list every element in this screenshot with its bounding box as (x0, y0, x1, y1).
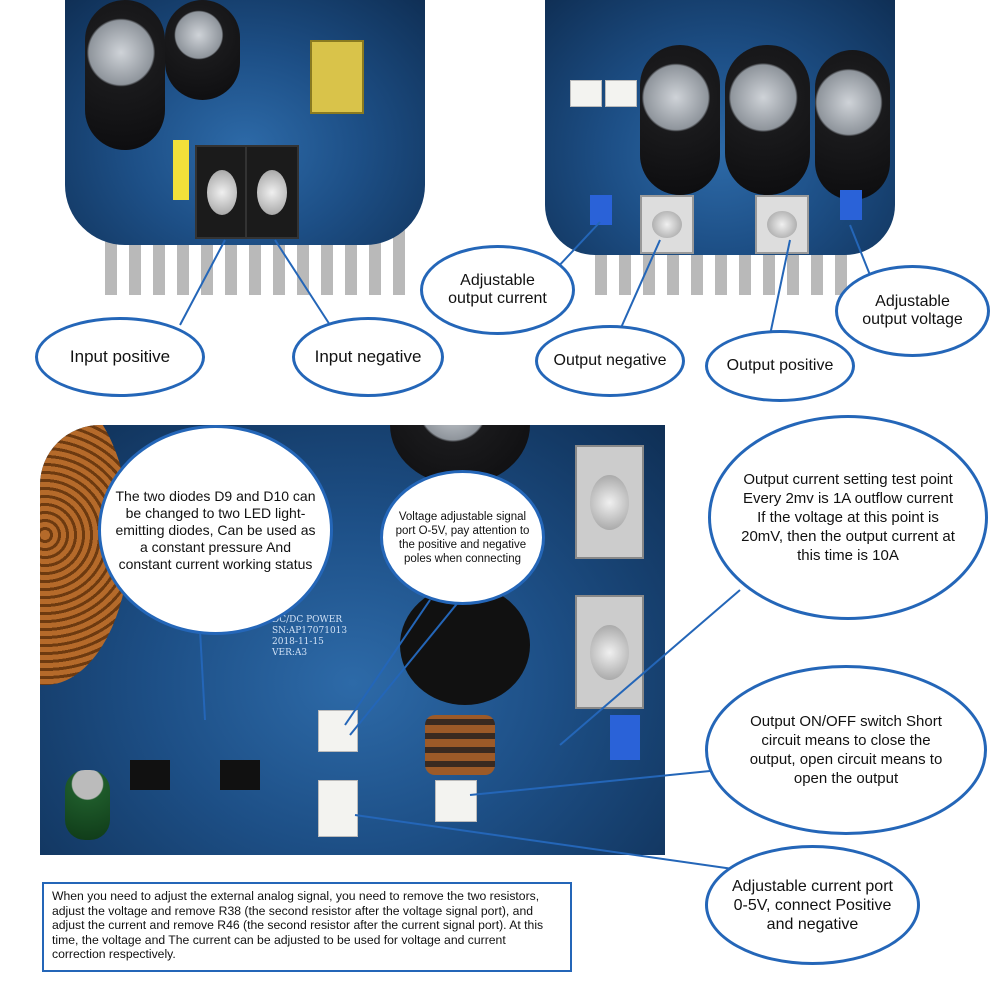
capacitor (815, 50, 890, 200)
callout-input-negative: Input negative (292, 317, 444, 397)
transformer (310, 40, 364, 114)
capacitor (640, 45, 720, 195)
ic-chip (220, 760, 260, 790)
callout-diodes: The two diodes D9 and D10 can be changed… (98, 425, 333, 635)
potentiometer (840, 190, 862, 220)
output-terminal (575, 595, 644, 709)
current-signal-connector (318, 780, 358, 837)
capacitor (165, 0, 240, 100)
output-terminal (640, 195, 694, 254)
instruction-note: When you need to adjust the external ana… (42, 882, 572, 972)
callout-output-negative: Output negative (535, 325, 685, 397)
potentiometer (590, 195, 612, 225)
fuse (173, 140, 189, 200)
output-terminal (575, 445, 644, 559)
callout-input-positive: Input positive (35, 317, 205, 397)
capacitor (65, 770, 110, 840)
voltage-signal-connector (318, 710, 358, 752)
input-terminal (245, 145, 299, 239)
connector (570, 80, 602, 107)
callout-adjustable-output-voltage: Adjustable output voltage (835, 265, 990, 357)
board-label: DC/DC POWER SN:AP17071013 2018-11-15 VER… (272, 615, 348, 658)
board-photo-output-side (545, 0, 895, 295)
capacitor (400, 585, 530, 705)
callout-output-positive: Output positive (705, 330, 855, 402)
callout-current-test-point: Output current setting test point Every … (708, 415, 988, 620)
output-terminal (755, 195, 809, 254)
callout-adjustable-output-current: Adjustable output current (420, 245, 575, 335)
callout-current-port: Adjustable current port 0-5V, connect Po… (705, 845, 920, 965)
connector (605, 80, 637, 107)
capacitor (85, 0, 165, 150)
callout-voltage-signal-port: Voltage adjustable signal port O-5V, pay… (380, 470, 545, 605)
inductor (425, 715, 495, 775)
ic-chip (130, 760, 170, 790)
input-terminal (195, 145, 249, 239)
capacitor (725, 45, 810, 195)
potentiometer (610, 715, 640, 760)
board-photo-input-side (65, 0, 425, 295)
on-off-connector (435, 780, 477, 822)
callout-on-off-switch: Output ON/OFF switch Short circuit means… (705, 665, 987, 835)
